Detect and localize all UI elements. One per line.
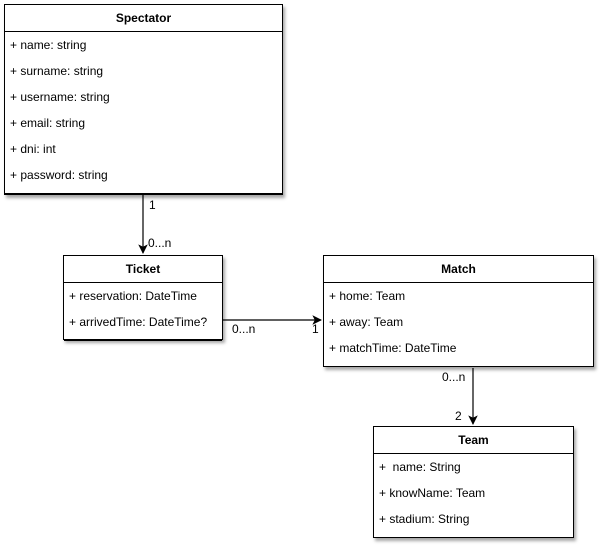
attribute-match-time[interactable]: + matchTime: DateTime	[329, 341, 457, 355]
multiplicity-team-target: 2	[455, 409, 462, 423]
attribute-surname[interactable]: + surname: string	[10, 64, 104, 78]
attribute-stadium[interactable]: + stadium: String	[379, 512, 470, 526]
class-match-title: Match	[324, 256, 593, 283]
class-match-attributes: + home: Team + away: Team + matchTime: D…	[324, 283, 593, 361]
attribute-reservation[interactable]: + reservation: DateTime	[69, 289, 197, 303]
class-ticket[interactable]: Ticket + reservation: DateTime + arrived…	[63, 255, 223, 341]
class-spectator-attributes: + name: string + surname: string + usern…	[5, 32, 282, 188]
class-ticket-methods-divider	[64, 340, 222, 341]
multiplicity-ticket-source: 0...n	[232, 322, 256, 336]
attribute-dni[interactable]: + dni: int	[10, 142, 56, 156]
class-team[interactable]: Team + name: String + knowName: Team + s…	[373, 426, 574, 538]
attribute-password[interactable]: + password: string	[10, 168, 108, 182]
attribute-arrived-time[interactable]: + arrivedTime: DateTime?	[69, 315, 208, 329]
multiplicity-match-target: 1	[312, 322, 319, 336]
attribute-name[interactable]: + name: string	[10, 38, 87, 52]
class-ticket-title: Ticket	[64, 256, 222, 283]
class-team-title: Team	[374, 427, 573, 454]
class-team-attributes: + name: String + knowName: Team + stadiu…	[374, 454, 573, 532]
class-match-methods-divider	[324, 366, 593, 367]
attribute-email[interactable]: + email: string	[10, 116, 86, 130]
class-match[interactable]: Match + home: Team + away: Team + matchT…	[323, 255, 594, 367]
attribute-know-name[interactable]: + knowName: Team	[379, 486, 486, 500]
attribute-team-name[interactable]: + name: String	[379, 460, 461, 474]
class-spectator[interactable]: Spectator + name: string + surname: stri…	[4, 4, 283, 195]
multiplicity-match-source: 0...n	[442, 370, 466, 384]
class-spectator-methods-divider	[5, 193, 282, 194]
multiplicity-spectator-end: 1	[149, 198, 156, 212]
class-team-methods-divider	[374, 537, 573, 538]
attribute-username[interactable]: + username: string	[10, 90, 110, 104]
multiplicity-ticket-end: 0...n	[148, 236, 172, 250]
attribute-away[interactable]: + away: Team	[329, 315, 404, 329]
class-ticket-attributes: + reservation: DateTime + arrivedTime: D…	[64, 283, 222, 335]
attribute-home[interactable]: + home: Team	[329, 289, 406, 303]
class-spectator-title: Spectator	[5, 5, 282, 32]
